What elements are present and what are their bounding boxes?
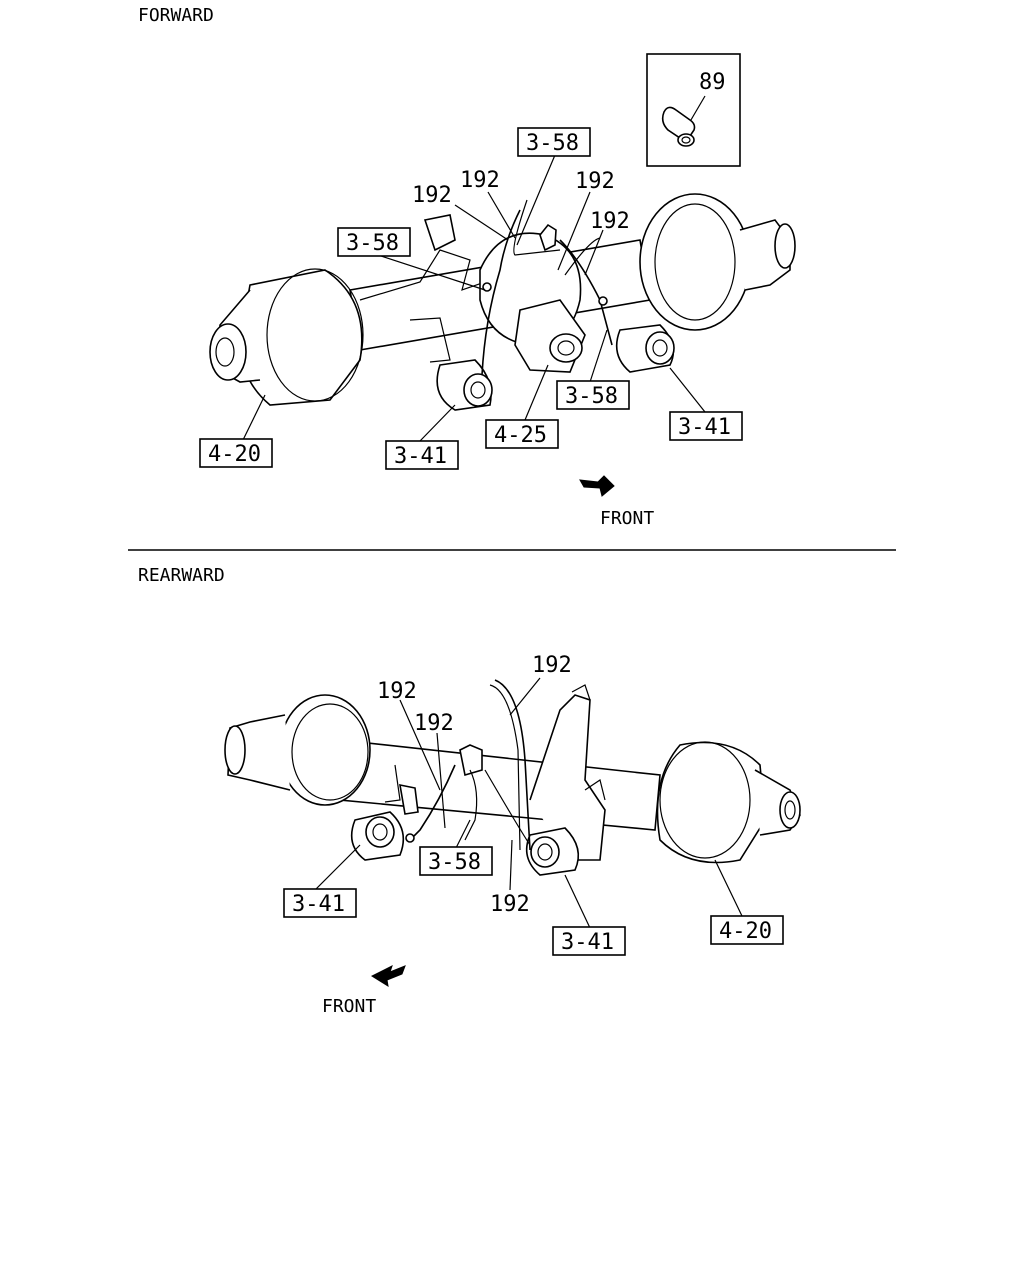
callout-3-41-right: 3-41 <box>678 415 731 440</box>
rear-callout-4-20: 4-20 <box>719 919 772 944</box>
forward-front-label: FRONT <box>600 508 654 529</box>
rearward-front-label: FRONT <box>322 996 376 1017</box>
callout-4-20: 4-20 <box>208 442 261 467</box>
rear-part-192-d: 192 <box>490 892 530 917</box>
callout-3-41-left: 3-41 <box>394 444 447 469</box>
forward-axle-assembly <box>209 193 796 411</box>
part-89-label: 89 <box>699 70 726 95</box>
callout-4-25: 4-25 <box>494 423 547 448</box>
forward-front-arrow: FRONT <box>579 475 654 529</box>
callout-3-58-left: 3-58 <box>346 231 399 256</box>
front-arrow-icon <box>579 475 615 497</box>
part-192-d: 192 <box>590 209 630 234</box>
forward-title: FORWARD <box>138 5 214 26</box>
part-192-b: 192 <box>460 168 500 193</box>
rear-callout-3-41-right: 3-41 <box>561 930 614 955</box>
rearward-front-arrow: FRONT <box>322 965 406 1017</box>
rear-part-192-b: 192 <box>377 679 417 704</box>
rearward-leaders <box>314 677 743 929</box>
inset-detail-89: 89 <box>646 53 741 167</box>
forward-labels: 3-58 3-58 192 192 192 192 3-58 4-20 3-41… <box>199 127 743 470</box>
callout-3-58-right: 3-58 <box>565 384 618 409</box>
rear-part-192-a: 192 <box>532 653 572 678</box>
rear-callout-3-41-left: 3-41 <box>292 892 345 917</box>
part-192-a: 192 <box>412 183 452 208</box>
front-arrow-icon <box>370 965 406 988</box>
part-192-c: 192 <box>575 169 615 194</box>
callout-3-58-top: 3-58 <box>526 131 579 156</box>
rear-part-192-c: 192 <box>414 711 454 736</box>
rearward-labels: 192 192 192 192 3-58 3-41 3-41 4-20 <box>283 653 784 956</box>
rearward-axle-assembly <box>224 679 801 876</box>
rearward-title: REARWARD <box>138 565 225 586</box>
forward-leaders <box>242 154 706 442</box>
rear-callout-3-58: 3-58 <box>428 850 481 875</box>
